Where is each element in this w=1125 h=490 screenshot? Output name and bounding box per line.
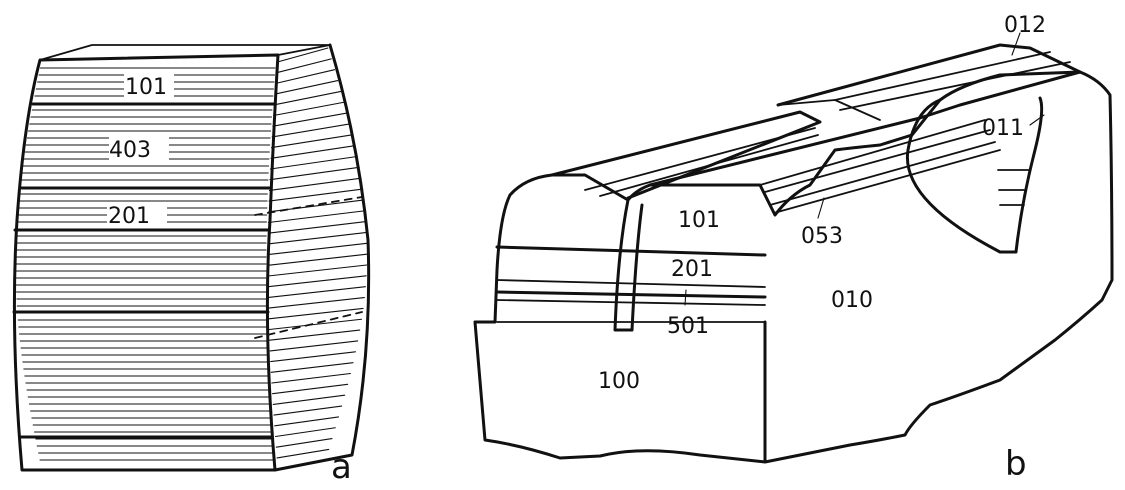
ridge-line bbox=[773, 149, 1001, 214]
crystal-a-dashed-line bbox=[254, 196, 363, 216]
face-label-012: 012 bbox=[1004, 13, 1046, 38]
side-striation-line bbox=[267, 264, 368, 277]
side-striation-line bbox=[267, 286, 366, 298]
side-striation-line bbox=[273, 90, 342, 106]
side-striation-line bbox=[274, 416, 340, 427]
side-striation-line bbox=[276, 47, 329, 63]
side-striation-line bbox=[268, 177, 362, 191]
ridge-line bbox=[584, 127, 816, 191]
side-striation-line bbox=[268, 307, 364, 320]
side-striation-line bbox=[270, 362, 354, 373]
face-label-053: 053 bbox=[801, 224, 843, 249]
crystal-b-groove-left bbox=[613, 198, 644, 332]
crystal-b-ridge-left bbox=[550, 110, 822, 200]
face-label-403: 403 bbox=[109, 138, 151, 163]
leader-053 bbox=[817, 197, 825, 219]
side-striation-line bbox=[276, 448, 330, 459]
side-striation-line bbox=[272, 394, 346, 405]
face-label-201: 201 bbox=[671, 257, 713, 282]
face-label-201: 201 bbox=[108, 204, 150, 229]
side-striation-line bbox=[271, 123, 351, 138]
crystal-b-groove-right bbox=[905, 96, 1044, 254]
side-striation-line bbox=[269, 340, 359, 352]
side-striation-line bbox=[269, 329, 361, 341]
side-striation-line bbox=[271, 383, 349, 395]
side-striation-line bbox=[268, 318, 363, 331]
crystal-b-bands bbox=[495, 245, 767, 306]
side-striation-line bbox=[274, 427, 336, 438]
label-bg bbox=[109, 136, 169, 162]
side-striation-line bbox=[267, 210, 366, 224]
side-striation-line bbox=[267, 221, 367, 234]
side-striation-line bbox=[273, 101, 345, 117]
face-label-501: 501 bbox=[667, 314, 709, 339]
side-striation-line bbox=[270, 145, 356, 159]
side-striation-line bbox=[268, 188, 364, 202]
side-striation-line bbox=[268, 296, 365, 309]
crystal-a-band-boundaries bbox=[12, 102, 276, 439]
side-striation-line bbox=[271, 134, 353, 149]
face-label-010: 010 bbox=[831, 288, 873, 313]
leader-012 bbox=[1011, 32, 1021, 56]
crystal-a-side-face bbox=[273, 43, 371, 472]
ridge-line bbox=[834, 51, 1051, 101]
leader-501 bbox=[684, 289, 687, 306]
ridge-line bbox=[777, 99, 881, 121]
side-striation-line bbox=[269, 166, 360, 181]
side-striation-line bbox=[276, 58, 332, 74]
face-label-011: 011 bbox=[982, 116, 1024, 141]
side-striation-line bbox=[267, 231, 368, 245]
side-striation-line bbox=[270, 351, 356, 363]
crystal-b: 012 011 101 053 201 501 010 100 b bbox=[473, 13, 1114, 484]
face-label-101: 101 bbox=[125, 75, 167, 100]
side-striation-line bbox=[267, 242, 368, 256]
crystal-a: 101 403 201 a bbox=[12, 43, 371, 487]
crystal-b-ridge-main bbox=[648, 70, 1082, 187]
label-bg bbox=[124, 74, 174, 98]
ridge-line bbox=[839, 61, 1071, 111]
face-label-100: 100 bbox=[598, 369, 640, 394]
ridge-line bbox=[764, 129, 991, 193]
ridge-line bbox=[759, 119, 986, 186]
ridge-line bbox=[769, 141, 996, 206]
side-striation-line bbox=[275, 438, 333, 448]
figure-tag-b: b bbox=[1005, 444, 1027, 484]
side-striation-line bbox=[273, 405, 343, 416]
crystal-a-front-striations bbox=[15, 67, 276, 461]
side-striation-line bbox=[275, 69, 336, 84]
crystal-a-top-face bbox=[39, 44, 331, 61]
ridge-line bbox=[599, 134, 819, 197]
side-striation-line bbox=[267, 253, 368, 266]
figure-tag-a: a bbox=[331, 447, 352, 485]
crystal-a-side-striations bbox=[267, 47, 368, 459]
side-striation-line bbox=[269, 155, 358, 170]
side-striation-line bbox=[274, 80, 339, 95]
face-label-101: 101 bbox=[678, 208, 720, 233]
leader-011 bbox=[1029, 114, 1045, 126]
side-striation-line bbox=[271, 372, 351, 384]
side-striation-line bbox=[272, 112, 348, 127]
crystal-a-dashed-line bbox=[254, 311, 363, 339]
side-striation-line bbox=[267, 275, 367, 288]
label-bg bbox=[107, 203, 167, 227]
